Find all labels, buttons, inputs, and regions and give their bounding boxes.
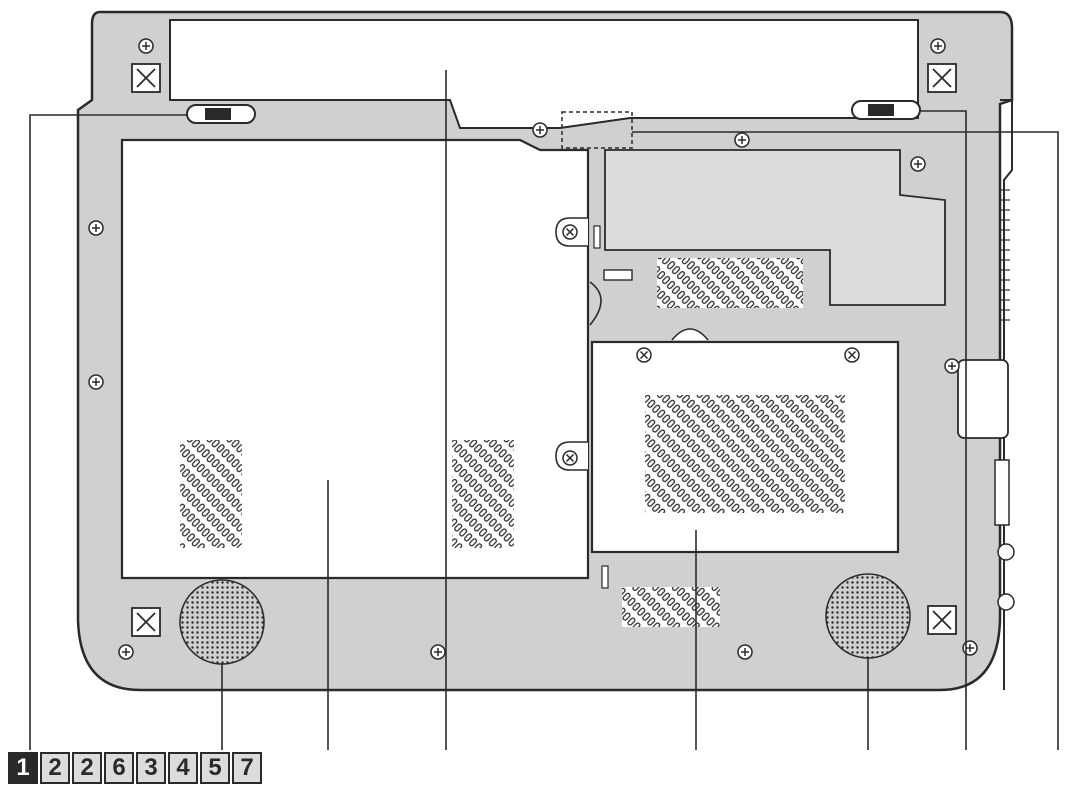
clip-slot-mark [593,225,601,249]
leader-lines [29,70,1059,750]
side-port-round-2 [997,593,1015,611]
screw [138,38,154,54]
screw-x [636,347,652,363]
screw [734,132,750,148]
speaker-left [179,579,265,665]
side-vent [1000,189,1010,321]
leader-line-7 [920,110,967,750]
screw [737,644,753,660]
screw [910,156,926,172]
wlan-area [604,149,946,306]
bottom-vent [622,587,720,627]
side-port-round-1 [997,543,1015,561]
screw-x [844,347,860,363]
callout-1: 1 [8,752,38,784]
callout-6: 4 [168,752,198,784]
speaker-right [825,573,911,659]
callout-8: 7 [232,752,262,784]
memory-notch [671,328,709,341]
battery-top-area [169,19,919,129]
memory-vent [645,395,845,513]
screw-x [562,450,578,466]
side-connector-block [957,359,1009,439]
callout-2: 2 [40,752,70,784]
screw [118,644,134,660]
small-connector [603,269,633,281]
callout-3: 2 [72,752,102,784]
foot-bottom-right [927,605,957,635]
battery-latch-left [186,104,256,124]
screw [532,122,548,138]
side-port [994,459,1010,526]
callout-labels: 1 2 2 6 3 4 5 7 [8,752,262,784]
screw [962,640,978,656]
foot-bottom-left [131,607,161,637]
screw [944,358,960,374]
callout-5: 3 [136,752,166,784]
screw [88,220,104,236]
left-vent-2 [452,440,514,548]
side-profile [1000,99,1013,690]
screw [430,644,446,660]
leader-line-1 [29,114,188,750]
leader-line-8 [632,131,1059,750]
screw-x [562,224,578,240]
left-vent-1 [180,440,242,548]
screw [88,374,104,390]
label-area [561,111,633,149]
screw [930,38,946,54]
foot-top-left [131,63,161,93]
bottom-slot-mark [601,565,609,589]
battery-latch-right [851,100,921,120]
panel-arc [589,281,602,326]
callout-4: 6 [104,752,134,784]
middle-vent [657,258,803,308]
foot-top-right [927,63,957,93]
callout-7: 5 [200,752,230,784]
